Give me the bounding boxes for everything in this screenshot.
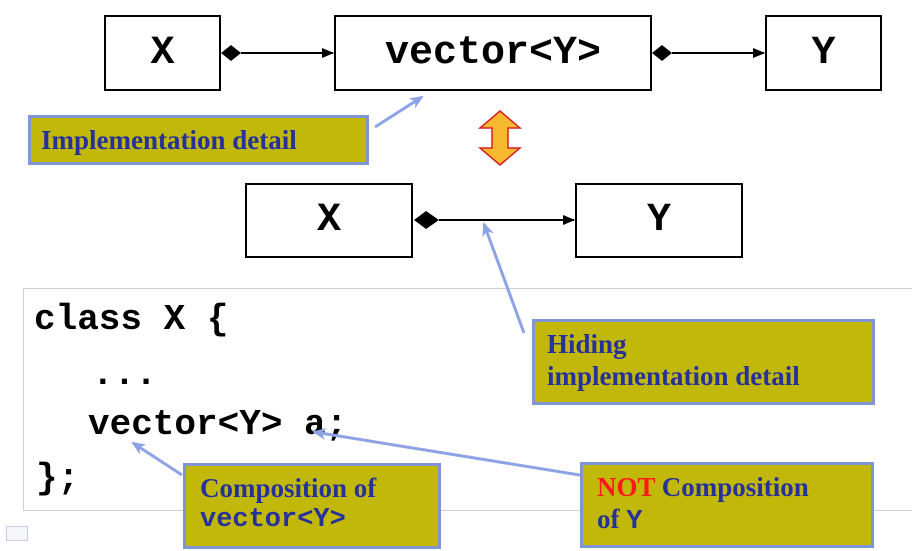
double-arrow-icon: [477, 110, 523, 166]
middle-x-label: X: [316, 198, 341, 243]
not-composition-code: Y: [626, 507, 643, 538]
composition-callout: Composition of vector<Y>: [183, 463, 441, 549]
top-vector-to-y-connector: [652, 45, 765, 61]
composition-pointer-arrow: [131, 441, 183, 477]
middle-y-label: Y: [646, 198, 671, 243]
not-composition-pointer-arrow: [312, 427, 593, 479]
middle-x-box: X: [245, 183, 413, 258]
slide-thumbnail-icon: [6, 526, 28, 541]
composition-text-line1: Composition of: [200, 473, 377, 503]
hiding-implementation-callout: Hiding implementation detail: [532, 319, 875, 405]
composition-diamond-icon: [221, 45, 241, 61]
code-line-member: vector<Y> a;: [88, 404, 348, 445]
implementation-detail-text: Implementation detail: [41, 124, 297, 155]
hiding-text-line2: implementation detail: [547, 361, 800, 392]
hiding-pointer-arrow: [482, 222, 526, 334]
composition-diamond-icon: [414, 211, 439, 229]
top-y-box: Y: [765, 15, 882, 91]
top-vector-box: vector<Y>: [334, 15, 652, 91]
not-word: NOT: [597, 472, 656, 502]
composition-text-line2: vector<Y>: [200, 505, 346, 536]
implementation-pointer-arrow: [374, 95, 424, 129]
top-y-label: Y: [811, 30, 836, 76]
composition-diamond-icon: [652, 45, 672, 61]
hiding-text-line1: Hiding: [547, 329, 627, 359]
middle-x-to-y-connector: [414, 211, 575, 229]
top-x-to-vector-connector: [221, 45, 334, 61]
not-composition-prefix: of: [597, 504, 627, 535]
code-line-close: };: [36, 458, 80, 499]
not-composition-callout: NOT Composition of Y: [580, 462, 874, 548]
top-x-label: X: [150, 30, 175, 76]
top-vector-label: vector<Y>: [384, 30, 602, 76]
top-x-box: X: [104, 15, 221, 91]
code-line-ellipsis: ...: [92, 354, 157, 395]
not-composition-line1: NOT Composition: [597, 471, 857, 503]
code-line-class: class X {: [34, 299, 229, 340]
implementation-detail-callout: Implementation detail: [28, 115, 369, 165]
middle-y-box: Y: [575, 183, 743, 258]
not-composition-rest: Composition: [655, 472, 809, 502]
not-composition-line2: of Y: [597, 503, 857, 538]
